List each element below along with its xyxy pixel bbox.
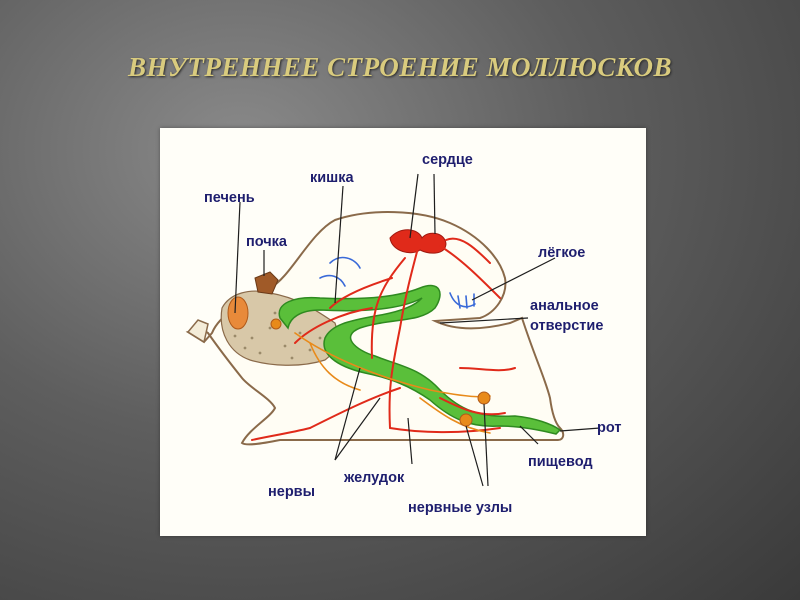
ganglion-1: [459, 413, 473, 427]
label-heart: сердце: [422, 152, 473, 168]
heart-shape: [389, 229, 447, 254]
label-stomach: желудок: [344, 470, 405, 486]
label-nerves: нервы: [268, 484, 315, 500]
snail-anatomy-figure: печень кишка сердце почка лёгкое анально…: [160, 128, 646, 536]
label-ganglia: нервные узлы: [408, 500, 513, 516]
shell-tip: [186, 319, 209, 344]
gonad-shape: [227, 296, 249, 330]
label-liver: печень: [204, 190, 255, 206]
slide-title: ВНУТРЕННЕЕ СТРОЕНИЕ МОЛЛЮСКОВ: [128, 52, 672, 82]
label-mouth: рот: [597, 420, 622, 436]
kidney-shape: [254, 271, 279, 295]
blood-vessels: [251, 237, 516, 441]
ganglion-2: [477, 391, 491, 405]
snail-anatomy-drawing: [185, 173, 601, 487]
lung-vessels: [319, 256, 476, 309]
label-esophagus: пищевод: [528, 454, 593, 470]
label-intestine: кишка: [310, 170, 354, 186]
ganglion-3: [270, 318, 282, 330]
label-lung: лёгкое: [538, 245, 586, 261]
liver-texture: [233, 311, 322, 360]
leader-lines: [234, 173, 601, 487]
label-anus-line2: отверстие: [530, 318, 604, 334]
label-kidney: почка: [246, 234, 287, 250]
label-anus-line1: анальное: [530, 298, 599, 314]
nerves-lines: [294, 332, 491, 434]
